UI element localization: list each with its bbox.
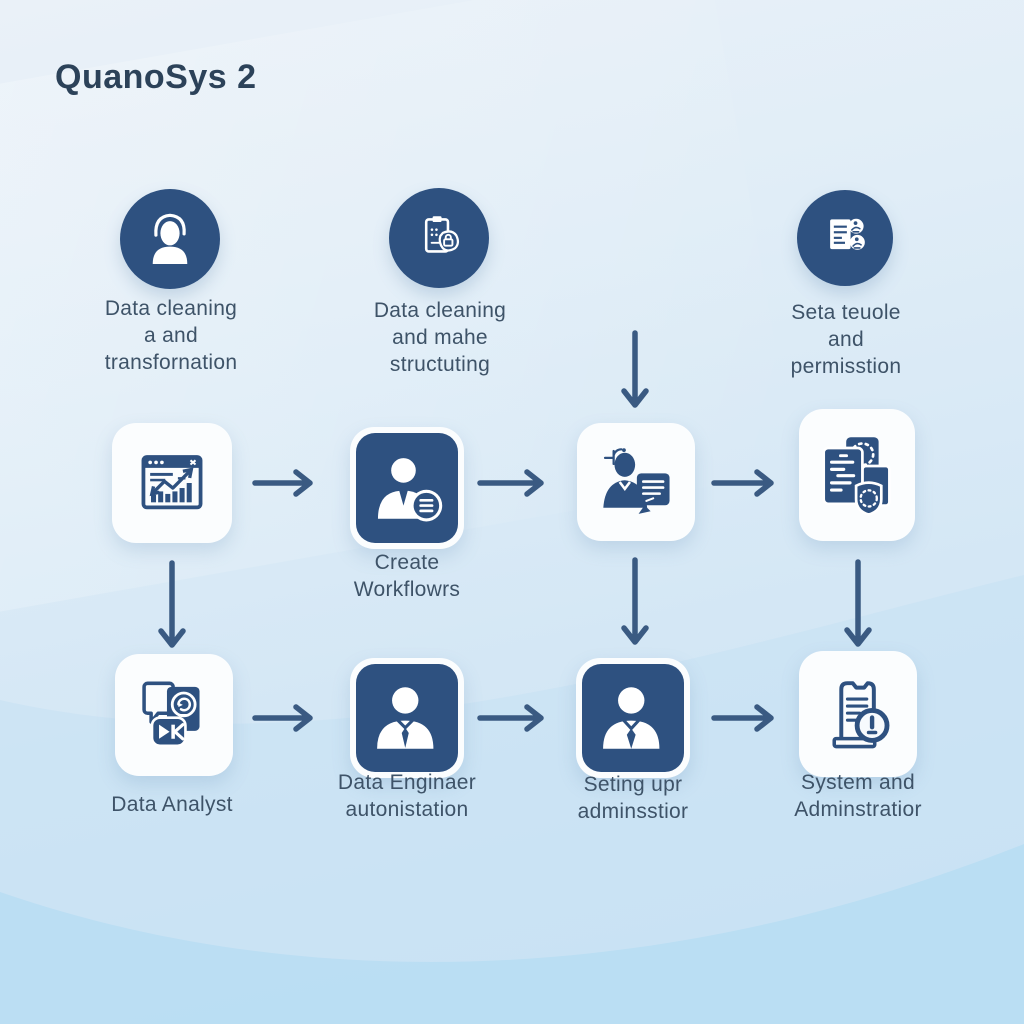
flow-node-system-admin [799,651,917,777]
user-speech-document-icon [603,448,670,514]
arrow-down-right-icon [844,559,872,647]
navy-card-inner [356,433,458,543]
clipboard-lock-icon [424,216,460,253]
server-alert-icon [832,681,890,749]
flow-node-documents [799,409,915,541]
flow-node-analytics [112,423,232,543]
arrow-right-mid-3-icon [711,469,774,497]
flow-node-data-analyst [115,654,233,776]
navy-card-inner [582,664,684,772]
feature-circle-data-structuring [389,188,489,288]
flow-node-create-workflows [350,427,464,549]
user-tie-icon [603,687,660,749]
user-tie-icon [377,687,434,749]
flow-node-data-engineer [350,658,464,778]
arrow-down-center-icon [621,557,649,645]
documents-stack-icon [822,437,891,517]
arrow-right-bottom-1-icon [252,704,313,732]
chat-document-media-icon [142,681,200,748]
feature-label: Data cleaning and mahe structuting [373,299,507,376]
arrow-down-top-icon [621,330,649,408]
arrow-right-mid-1-icon [252,469,313,497]
user-avatar-icon [152,213,188,264]
user-menu-icon [377,458,443,522]
flow-node-label: Create Workflowrs [353,551,461,601]
arrow-down-left-icon [158,560,186,648]
flow-node-label: Seting upr adminsstior [577,773,689,823]
arrow-right-bottom-3-icon [711,704,774,732]
feature-label: Seta teuole and permisstion [790,301,902,378]
document-users-icon [830,218,865,250]
feature-circle-permissions [797,190,893,286]
flow-node-label: System and Adminstratior [794,771,922,821]
feature-label: Data cleaning a and transfornation [104,297,238,374]
feature-circle-data-cleaning [120,189,220,289]
flow-node-review [577,423,695,541]
flow-node-label: Data Analyst [111,793,233,816]
analytics-browser-icon [141,455,203,510]
arrow-right-bottom-2-icon [477,704,544,732]
page-title: QuanoSys 2 [55,58,257,96]
flow-node-label: Data Enginaer autonistation [337,771,477,821]
arrow-right-mid-2-icon [477,469,544,497]
navy-card-inner [356,664,458,772]
flow-node-admin-setup [576,658,690,778]
